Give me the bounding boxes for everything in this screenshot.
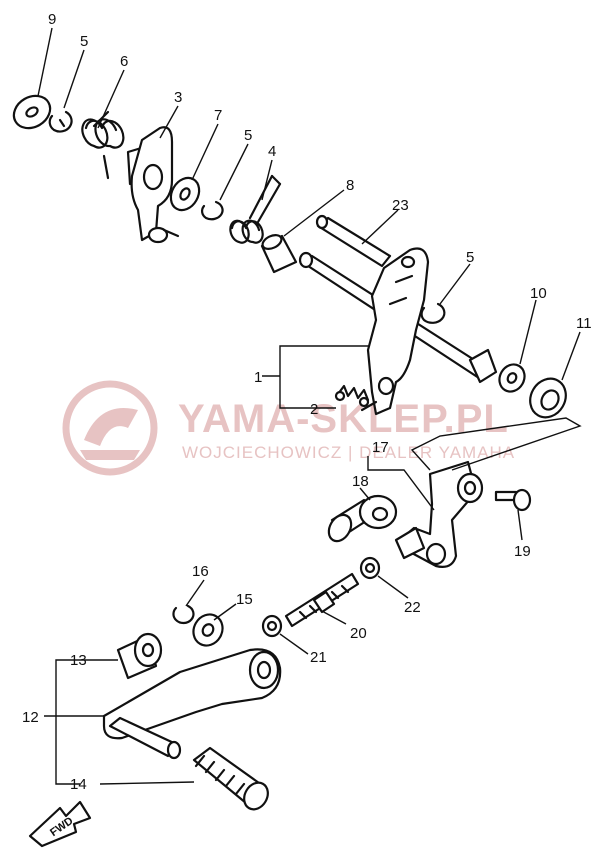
fwd-direction-arrow: FWD: [28, 800, 92, 848]
callout-18: 18: [352, 473, 369, 490]
callout-17: 17: [372, 439, 389, 456]
callout-11: 11: [576, 315, 592, 332]
watermark: YAMA-SKLEP.PL WOJCIECHOWICZ | DEALER YAM…: [62, 380, 515, 476]
part-22-nut: [359, 556, 381, 580]
watermark-subtitle: WOJCIECHOWICZ | DEALER YAMAHA: [182, 443, 515, 462]
callout-16: 16: [192, 563, 209, 580]
callout-22: 22: [404, 599, 421, 616]
part-18-rod-end: [327, 494, 398, 543]
part-5-circlip-top: [48, 110, 73, 133]
part-5-circlip-shaft: [420, 302, 446, 324]
part-17-linkage-arm: [394, 460, 484, 568]
part-23-pin: [315, 214, 392, 268]
callout-14: 14: [70, 776, 87, 793]
callout-8: 8: [346, 177, 354, 194]
part-5-circlip-mid: [201, 200, 224, 221]
part-3-shift-arm: [126, 126, 180, 244]
callout-21: 21: [310, 649, 327, 666]
callout-23: 23: [392, 197, 409, 214]
callout-20: 20: [350, 625, 367, 642]
callout-5: 5: [466, 249, 474, 266]
callout-10: 10: [530, 285, 547, 302]
part-15-washer: [192, 613, 224, 647]
watermark-title: YAMA-SKLEP.PL: [178, 397, 509, 441]
part-9-washer: [12, 94, 52, 130]
callout-7: 7: [214, 107, 222, 124]
part-6-spring: [81, 110, 125, 180]
part-2-spring: [334, 384, 370, 408]
part-12-shift-pedal: [102, 648, 282, 760]
part-11-oil-seal: [529, 377, 567, 419]
part-20-shift-rod: [284, 572, 360, 628]
callout-13: 13: [70, 652, 87, 669]
part-21-nut: [261, 614, 283, 638]
part-4-spring: [229, 174, 282, 244]
part-8-bushing: [260, 234, 298, 274]
callout-15: 15: [236, 591, 253, 608]
watermark-logo: [62, 380, 158, 476]
callout-2: 2: [310, 401, 318, 418]
callout-9: 9: [48, 11, 56, 28]
part-14-pedal-rubber: [192, 746, 269, 811]
callout-6: 6: [120, 53, 128, 70]
part-19-bolt: [494, 488, 532, 512]
part-1-shift-shaft: [298, 247, 498, 416]
leader-lines: [37, 27, 582, 785]
part-7-washer: [169, 176, 201, 212]
callout-12: 12: [22, 709, 39, 726]
callout-5: 5: [244, 127, 252, 144]
callout-3: 3: [174, 89, 182, 106]
callout-labels: 9 5 6 3 7 5 4 8 23 5 10 11 1 2 17 18 19 …: [22, 11, 592, 793]
callout-5: 5: [80, 33, 88, 50]
callout-4: 4: [268, 143, 276, 160]
callout-19: 19: [514, 543, 531, 560]
part-10-washer: [498, 363, 526, 393]
callout-1: 1: [254, 369, 262, 386]
part-16-circlip: [172, 604, 195, 625]
part-13-pedal-boss: [116, 632, 163, 680]
